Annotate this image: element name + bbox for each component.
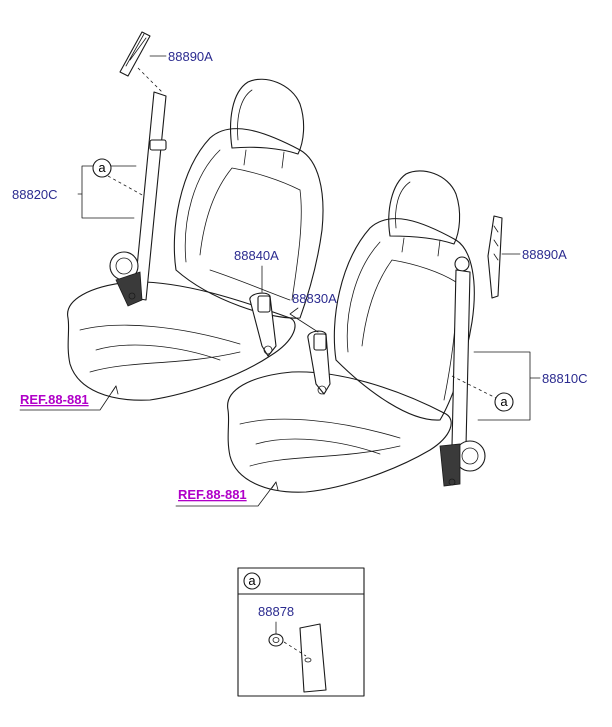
detail-header-callout: a bbox=[248, 573, 256, 588]
label-88878: 88878 bbox=[258, 604, 294, 619]
label-88890a-left: 88890A bbox=[168, 49, 213, 64]
callout-a-left-text: a bbox=[98, 160, 106, 175]
callout-a-right: a bbox=[494, 392, 514, 412]
detail-box: a 88878 bbox=[237, 567, 365, 697]
left-seat bbox=[67, 78, 324, 401]
left-belt-assembly bbox=[109, 31, 167, 307]
right-buckle bbox=[307, 330, 331, 395]
callout-a-left: a bbox=[92, 158, 112, 178]
right-belt-assembly bbox=[439, 215, 503, 487]
label-88890a-right: 88890A bbox=[522, 247, 567, 262]
label-ref-right[interactable]: REF.88-881 bbox=[178, 487, 247, 502]
label-88820c: 88820C bbox=[12, 187, 58, 202]
label-88840a: 88840A bbox=[234, 248, 279, 263]
callout-a-right-text: a bbox=[500, 394, 508, 409]
right-seat bbox=[227, 170, 475, 493]
center-buckle bbox=[249, 292, 277, 357]
label-88810c: 88810C bbox=[542, 371, 588, 386]
label-88830a: 88830A bbox=[292, 291, 337, 306]
label-ref-left[interactable]: REF.88-881 bbox=[20, 392, 89, 407]
